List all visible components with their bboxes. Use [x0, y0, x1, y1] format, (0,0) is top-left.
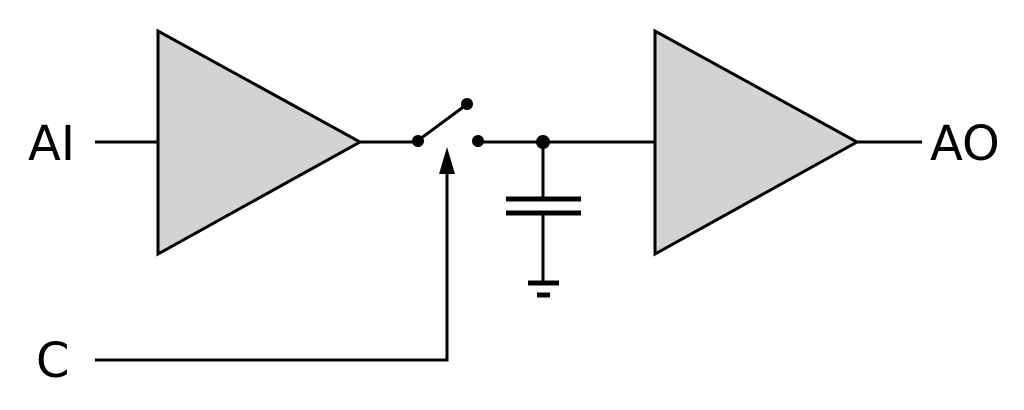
arrowhead-icon: [439, 147, 455, 174]
switch-blade-dot: [461, 98, 473, 110]
output-label: AO: [930, 116, 1000, 172]
ground-icon: [528, 280, 559, 298]
control-label: C: [36, 333, 70, 389]
input-label: AI: [28, 116, 75, 172]
capacitor-icon: [506, 142, 581, 281]
output-buffer-amplifier-icon: [653, 28, 861, 257]
input-buffer-amplifier-icon: [156, 28, 364, 257]
control-wire: [95, 168, 449, 362]
switch-blade: [419, 103, 467, 141]
switch-icon: [412, 98, 484, 147]
control-path: [95, 147, 455, 362]
